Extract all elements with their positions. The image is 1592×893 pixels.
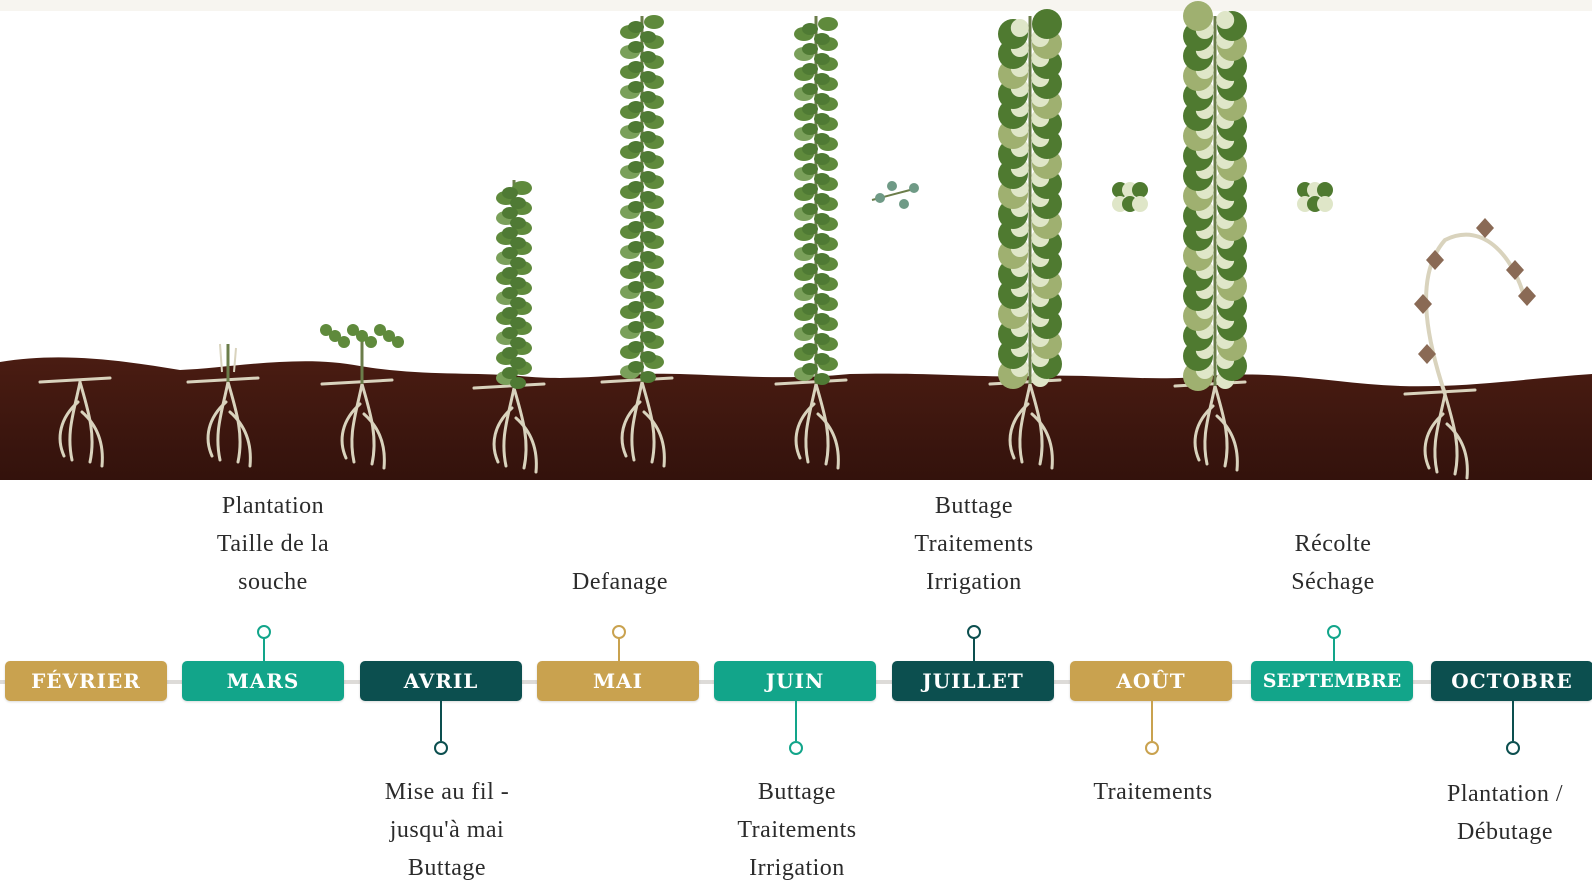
tasks-mars: Plantation Taille de la souche [153,487,393,601]
hop-branch [872,181,919,209]
month-mai: MAI [537,661,699,701]
task-line: Traitements [854,525,1094,563]
tasks-juin: Buttage Traitements Irrigation [677,773,917,887]
task-line: souche [153,563,393,601]
connector-octobre [1512,701,1514,741]
connector-mars [263,638,265,661]
dot-avril [434,741,448,755]
connector-aout [1151,701,1153,741]
connector-juin [795,701,797,741]
connector-mai [618,638,620,661]
month-avril: AVRIL [360,661,522,701]
task-line: Irrigation [677,849,917,887]
tasks-octobre: Plantation / Débutage [1385,775,1592,851]
month-mars: MARS [182,661,344,701]
dot-mars [257,625,271,639]
task-line: Traitements [1033,773,1273,811]
task-line: jusqu'à mai [327,811,567,849]
month-fevrier: FÉVRIER [5,661,167,701]
month-juillet: JUILLET [892,661,1054,701]
month-octobre: OCTOBRE [1431,661,1592,701]
task-line: Traitements [677,811,917,849]
task-line: Buttage [677,773,917,811]
connector-septembre [1333,638,1335,661]
month-septembre: SEPTEMBRE [1251,661,1413,701]
task-line: Buttage [854,487,1094,525]
task-line: Plantation / [1385,775,1592,813]
task-line: Récolte [1213,525,1453,563]
task-line: Buttage [327,849,567,887]
dot-aout [1145,741,1159,755]
task-line: Débutage [1385,813,1592,851]
connector-avril [440,701,442,741]
tasks-septembre: Récolte Séchage [1213,525,1453,601]
dot-octobre [1506,741,1520,755]
dot-mai [612,625,626,639]
task-line: Irrigation [854,563,1094,601]
task-line: Plantation [153,487,393,525]
task-line: Séchage [1213,563,1453,601]
month-aout: AOÛT [1070,661,1232,701]
task-line: Defanage [500,563,740,601]
dot-juin [789,741,803,755]
dot-juillet [967,625,981,639]
tasks-juillet: Buttage Traitements Irrigation [854,487,1094,601]
connector-juillet [973,638,975,661]
tasks-aout: Traitements [1033,773,1273,811]
tasks-mai: Defanage [500,563,740,601]
tasks-avril: Mise au fil - jusqu'à mai Buttage [327,773,567,887]
hop-growth-illustration [0,0,1592,480]
month-juin: JUIN [714,661,876,701]
dot-septembre [1327,625,1341,639]
task-line: Mise au fil - [327,773,567,811]
task-line: Taille de la [153,525,393,563]
